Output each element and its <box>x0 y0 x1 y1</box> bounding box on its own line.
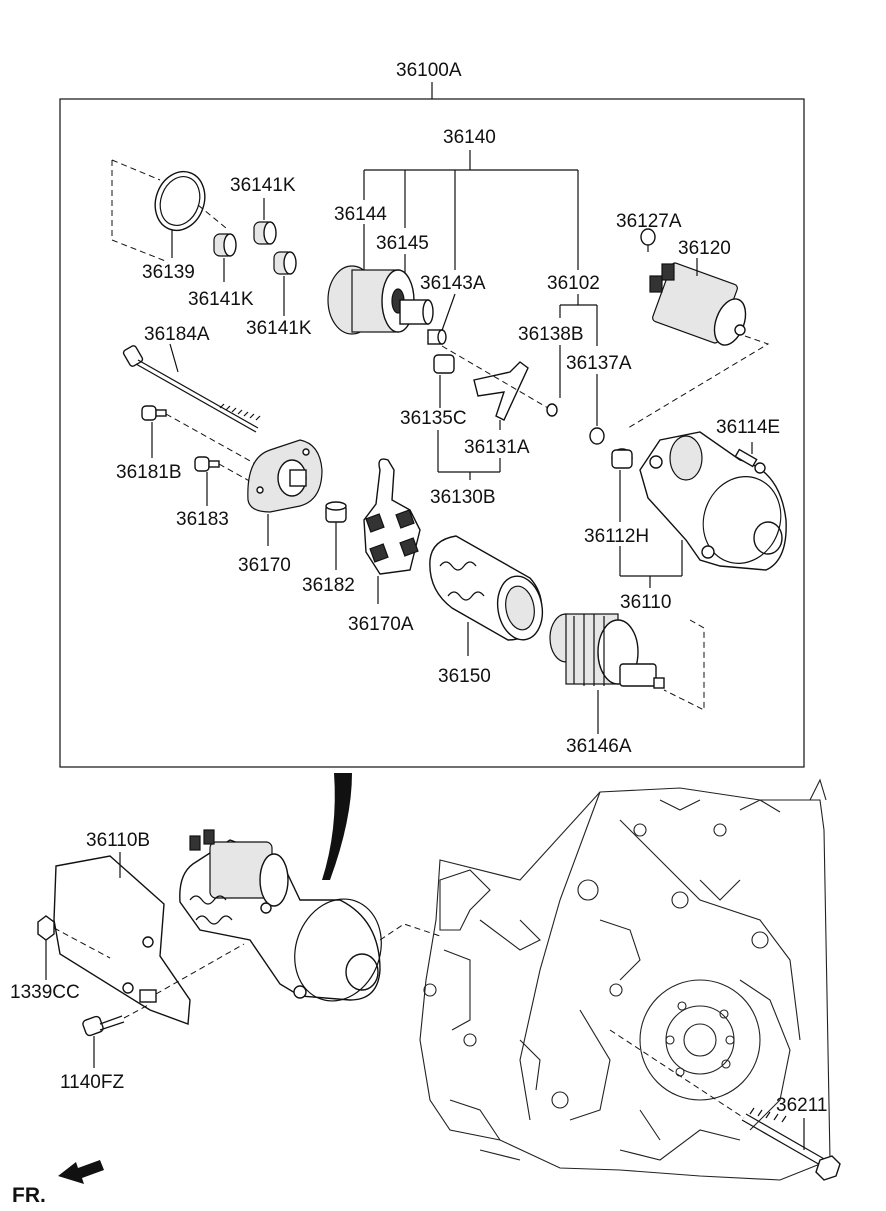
label-36150: 36150 <box>438 666 491 687</box>
brush-holder-36170A <box>363 458 421 604</box>
label-36140: 36140 <box>443 127 496 148</box>
label-36141K-right: 36141K <box>246 318 312 339</box>
planet-gears-36141K <box>213 198 297 316</box>
label-36114E: 36114E <box>716 417 780 438</box>
bolt-1140FZ <box>82 1003 151 1068</box>
solenoid-36120 <box>627 228 770 429</box>
label-36145: 36145 <box>376 233 429 254</box>
overrunning-clutch-36144 <box>327 265 447 345</box>
label-36184A: 36184A <box>144 324 210 345</box>
label-36211: 36211 <box>776 1095 827 1116</box>
armature-36146A <box>549 613 705 734</box>
label-36102: 36102 <box>547 273 600 294</box>
label-36131A: 36131A <box>464 437 530 458</box>
leader-36130B-bracket <box>437 430 501 480</box>
label-36127A: 36127A <box>616 211 682 232</box>
bushing-36182 <box>325 501 347 570</box>
label-36100A: 36100A <box>396 60 462 81</box>
front-direction-arrow <box>58 1160 104 1184</box>
yoke-36150 <box>429 535 544 656</box>
label-36170A: 36170A <box>348 614 414 635</box>
label-36138B: 36138B <box>518 324 584 345</box>
label-36182: 36182 <box>302 575 355 596</box>
screw-36181B <box>141 405 271 473</box>
label-36183: 36183 <box>176 509 229 530</box>
label-36139: 36139 <box>142 262 195 283</box>
label-36144: 36144 <box>334 204 387 225</box>
label-36181B: 36181B <box>116 462 182 483</box>
label-36112H: 36112H <box>584 526 649 547</box>
rear-bracket-36170 <box>247 439 323 546</box>
label-36141K-top: 36141K <box>230 175 296 196</box>
label-36137A: 36137A <box>566 353 632 374</box>
label-36170: 36170 <box>238 555 291 576</box>
ring-36139 <box>111 159 227 263</box>
bolt-36211 <box>609 1029 841 1181</box>
label-36141K-mid: 36141K <box>188 289 254 310</box>
label-36135C: 36135C <box>400 408 467 429</box>
label-36146A: 36146A <box>566 736 632 757</box>
label-1140FZ: 1140FZ <box>60 1072 124 1093</box>
label-front-direction: FR. <box>12 1184 46 1207</box>
nut-1339CC <box>37 915 111 980</box>
heat-shield-36110B <box>53 852 245 1025</box>
leader-36102-bracket <box>559 294 598 346</box>
engine-block <box>419 778 831 1181</box>
label-1339CC: 1339CC <box>10 982 80 1003</box>
label-36110B: 36110B <box>86 830 150 851</box>
install-arrow <box>322 773 352 880</box>
starter-assembly-installed <box>179 829 441 1002</box>
label-36130B: 36130B <box>430 487 496 508</box>
front-housing-36110 <box>611 431 787 588</box>
through-bolt-36184A <box>122 343 261 433</box>
label-36120: 36120 <box>678 238 731 259</box>
label-36143A: 36143A <box>420 273 486 294</box>
label-36110: 36110 <box>620 592 671 613</box>
lever-36131A <box>433 345 605 445</box>
assembly-frame <box>59 82 805 768</box>
